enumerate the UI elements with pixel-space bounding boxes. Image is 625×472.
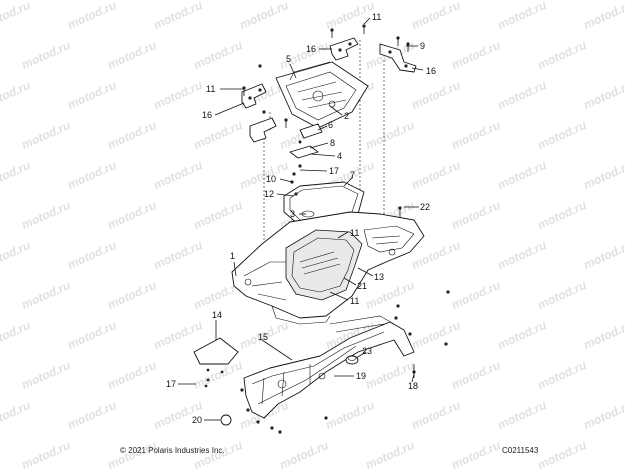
callout-1: 1 [230, 251, 235, 261]
callout-11-left: 11 [206, 84, 215, 94]
callout-11-lower: 11 [350, 296, 359, 306]
callout-4: 4 [337, 151, 342, 161]
copyright-text: © 2021 Polaris Industries Inc. [120, 446, 225, 455]
callout-21: 21 [357, 281, 367, 291]
callout-17-lower: 17 [166, 379, 176, 389]
callout-10: 10 [266, 174, 276, 184]
callout-16-left: 16 [202, 110, 212, 120]
plug-part-20 [220, 414, 232, 426]
callout-7: 7 [350, 170, 355, 180]
callout-8: 8 [330, 138, 335, 148]
bracket-16-top-right [379, 43, 417, 73]
callout-11-top: 11 [372, 12, 381, 22]
callout-14: 14 [212, 310, 222, 320]
callout-23: 23 [362, 346, 372, 356]
callout-18: 18 [408, 381, 418, 391]
callout-6: 6 [328, 120, 333, 130]
callout-labels: 11 16 9 16 5 11 2 16 6 8 4 17 10 7 12 3 … [166, 12, 436, 425]
diagram-code: C0211543 [502, 446, 539, 455]
plate-part-8 [289, 140, 319, 159]
callout-11-center: 11 [350, 228, 359, 238]
bracket-left-lower [249, 117, 277, 143]
callout-17-upper: 17 [329, 166, 339, 176]
callout-13: 13 [374, 272, 384, 282]
callout-19: 19 [356, 371, 366, 381]
flap-part-14 [193, 337, 239, 374]
knob-part-23 [345, 355, 359, 365]
callout-20: 20 [192, 415, 202, 425]
callout-9: 9 [420, 41, 425, 51]
callout-16-top-left: 16 [306, 44, 316, 54]
rear-rack-part-2 [275, 61, 369, 129]
bracket-part-6 [299, 123, 323, 139]
rear-frame-part-15 [240, 315, 415, 434]
callout-12: 12 [264, 189, 274, 199]
callout-5: 5 [286, 54, 291, 64]
bracket-16-left [241, 83, 267, 109]
bracket-16-top-left [329, 37, 359, 61]
callout-15: 15 [258, 332, 268, 342]
leader-lines [178, 17, 424, 421]
callout-3: 3 [290, 209, 295, 219]
callout-16-right: 16 [426, 66, 436, 76]
callout-22: 22 [420, 202, 430, 212]
rear-fender-part-1 [231, 211, 425, 325]
callout-2: 2 [344, 111, 349, 121]
